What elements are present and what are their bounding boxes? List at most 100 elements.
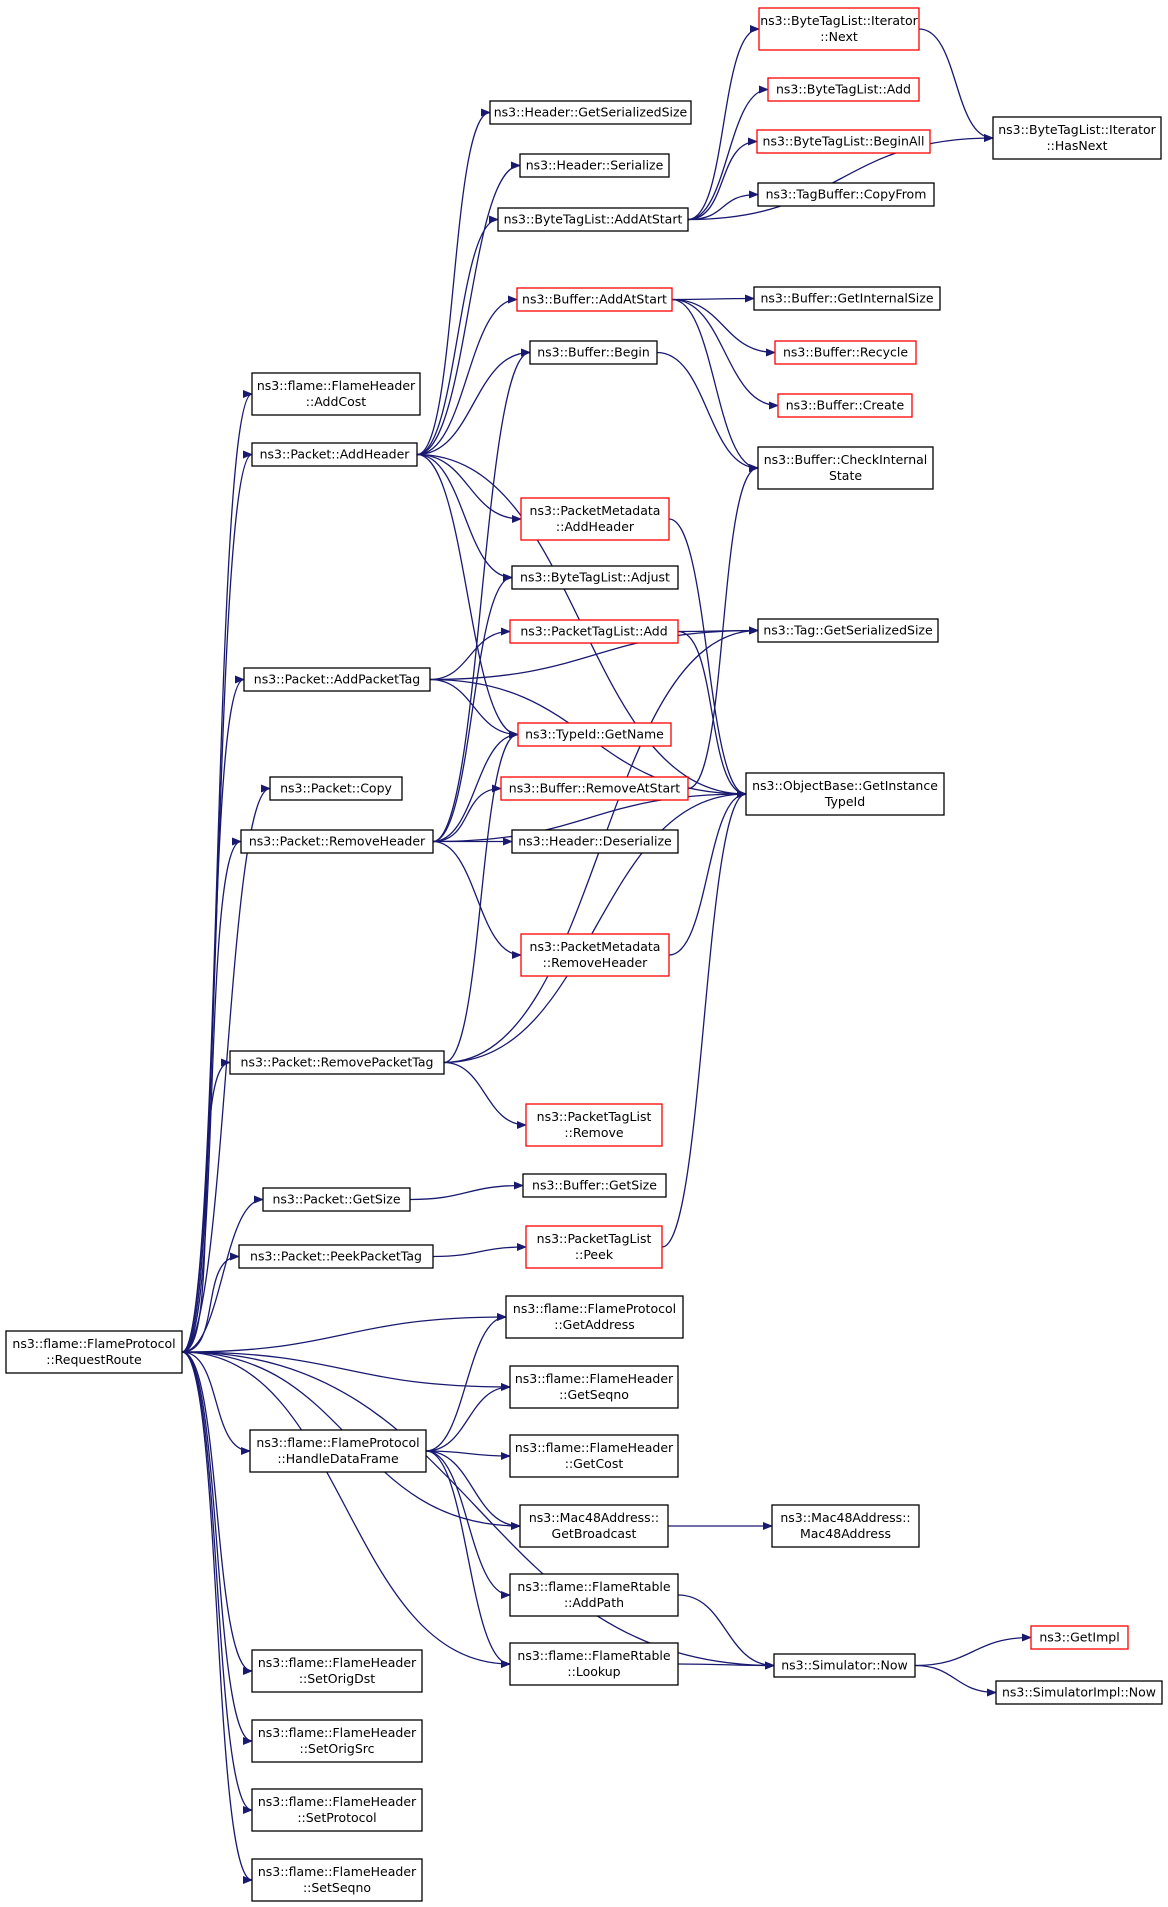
graph-node[interactable]: ns3::TagBuffer::CopyFrom <box>757 182 935 207</box>
node-label: ::GetCost <box>565 1456 624 1471</box>
graph-node[interactable]: ns3::PacketMetadata::RemoveHeader <box>520 933 670 977</box>
graph-node[interactable]: ns3::flame::FlameProtocol::GetAddress <box>505 1295 684 1339</box>
graph-node[interactable]: ns3::Buffer::Create <box>777 393 913 418</box>
node-label: ns3::PacketMetadata <box>530 939 661 954</box>
graph-node[interactable]: ns3::Buffer::GetSize <box>522 1173 667 1198</box>
node-label: ns3::PacketTagList <box>537 1109 652 1124</box>
call-edge <box>687 134 994 221</box>
node-label: ::Remove <box>564 1125 623 1140</box>
node-label: ns3::SimulatorImpl::Now <box>1002 1685 1156 1700</box>
node-label: ns3::Packet::AddPacketTag <box>254 672 420 687</box>
graph-node[interactable]: ns3::ByteTagList::Iterator::Next <box>758 7 920 51</box>
graph-node[interactable]: ns3::Buffer::Recycle <box>774 340 917 365</box>
node-box <box>509 619 679 644</box>
graph-node[interactable]: ns3::Header::Deserialize <box>511 829 679 854</box>
graph-node[interactable]: ns3::Packet::RemovePacketTag <box>229 1050 445 1075</box>
call-edge <box>443 1061 527 1129</box>
graph-node[interactable]: ns3::PacketTagList::Peek <box>525 1225 663 1269</box>
graph-node[interactable]: ns3::Buffer::RemoveAtStart <box>500 776 689 801</box>
node-box <box>519 1504 669 1548</box>
graph-node[interactable]: ns3::TypeId::GetName <box>517 722 672 747</box>
call-edge <box>671 298 759 472</box>
graph-node[interactable]: ns3::Packet::RemoveHeader <box>240 829 434 854</box>
node-box <box>756 129 931 154</box>
call-edge <box>181 1351 253 1745</box>
graph-node[interactable]: ns3::Packet::Copy <box>269 776 403 801</box>
node-label: ::SetSeqno <box>303 1880 371 1895</box>
call-edge <box>181 1351 253 1884</box>
graph-node[interactable]: ns3::PacketTagList::Remove <box>525 1103 663 1147</box>
graph-node[interactable]: ns3::Header::Serialize <box>519 153 670 178</box>
graph-node[interactable]: ns3::Packet::AddPacketTag <box>243 667 431 692</box>
graph-node[interactable]: ns3::ByteTagList::Add <box>767 77 920 102</box>
node-label: ns3::flame::FlameHeader <box>258 1655 417 1670</box>
node-label: ns3::ByteTagList::BeginAll <box>763 134 925 149</box>
call-edge <box>425 1313 507 1452</box>
node-label: ::Peek <box>575 1247 614 1262</box>
graph-node[interactable]: ns3::PacketMetadata::AddHeader <box>520 497 670 541</box>
graph-node[interactable]: ns3::Buffer::Begin <box>529 340 658 365</box>
node-label: ns3::Mac48Address:: <box>529 1510 659 1525</box>
node-label: ::HasNext <box>1046 138 1107 153</box>
graph-node[interactable]: ns3::Buffer::AddAtStart <box>516 287 673 312</box>
node-label: ns3::Packet::RemovePacketTag <box>241 1055 434 1070</box>
graph-node[interactable]: ns3::PacketTagList::Add <box>509 619 679 644</box>
graph-node[interactable]: ns3::flame::FlameProtocol::HandleDataFra… <box>249 1429 427 1473</box>
node-box <box>511 829 679 854</box>
node-label: ns3::Packet::PeekPacketTag <box>250 1249 422 1264</box>
graph-node[interactable]: ns3::ByteTagList::Adjust <box>511 565 679 590</box>
node-label: ns3::Buffer::Create <box>786 398 905 413</box>
graph-node[interactable]: ns3::flame::FlameHeader::SetOrigSrc <box>251 1719 423 1763</box>
graph-node[interactable]: ns3::flame::FlameRtable::AddPath <box>509 1573 679 1617</box>
call-edge <box>416 453 519 739</box>
graph-node[interactable]: ns3::Buffer::GetInternalSize <box>753 286 941 311</box>
node-label: ns3::flame::FlameHeader <box>257 378 416 393</box>
node-label: ns3::Header::GetSerializedSize <box>494 105 688 120</box>
call-edge <box>181 1351 511 1668</box>
graph-node[interactable]: ns3::Mac48Address::GetBroadcast <box>519 1504 669 1548</box>
node-box <box>757 618 939 643</box>
node-label: Mac48Address <box>800 1526 891 1541</box>
node-label: ns3::flame::FlameProtocol <box>513 1301 676 1316</box>
graph-node[interactable]: ns3::ByteTagList::AddAtStart <box>497 207 689 232</box>
graph-node[interactable]: ns3::Tag::GetSerializedSize <box>757 618 939 643</box>
graph-node[interactable]: ns3::SimulatorImpl::Now <box>995 1680 1163 1705</box>
node-label: ns3::ByteTagList::Iterator <box>760 13 918 28</box>
call-edge <box>432 348 531 843</box>
graph-node[interactable]: ns3::Header::GetSerializedSize <box>489 100 692 125</box>
graph-node[interactable]: ns3::Simulator::Now <box>773 1653 916 1678</box>
node-label: ns3::TagBuffer::CopyFrom <box>766 187 927 202</box>
graph-node[interactable]: ns3::flame::FlameHeader::GetCost <box>509 1434 679 1478</box>
graph-node[interactable]: ns3::flame::FlameHeader::SetOrigDst <box>251 1649 423 1693</box>
graph-node[interactable]: ns3::Packet::AddHeader <box>251 442 418 467</box>
graph-node[interactable]: ns3::Packet::GetSize <box>262 1187 411 1212</box>
call-edge <box>425 1383 511 1452</box>
node-label: ::GetSeqno <box>559 1387 629 1402</box>
call-edge <box>443 790 747 1064</box>
graph-node[interactable]: ns3::GetImpl <box>1030 1625 1129 1650</box>
node-label: ns3::flame::FlameHeader <box>258 1794 417 1809</box>
node-label: ::SetOrigDst <box>299 1671 375 1686</box>
graph-node[interactable]: ns3::Packet::PeekPacketTag <box>238 1244 434 1269</box>
graph-node[interactable]: ns3::flame::FlameRtable::Lookup <box>509 1642 679 1686</box>
node-label: ::RemoveHeader <box>543 955 649 970</box>
graph-node[interactable]: ns3::flame::FlameProtocol::RequestRoute <box>5 1330 183 1374</box>
call-edge <box>181 390 253 1353</box>
graph-node[interactable]: ns3::ByteTagList::BeginAll <box>756 129 931 154</box>
graph-node[interactable]: ns3::flame::FlameHeader::SetSeqno <box>251 1858 423 1902</box>
call-edge <box>677 1661 775 1670</box>
node-label: ns3::flame::FlameHeader <box>515 1371 674 1386</box>
graph-node[interactable]: ns3::flame::FlameHeader::SetProtocol <box>251 1788 423 1832</box>
call-edge <box>416 453 522 523</box>
node-box <box>251 1649 423 1693</box>
call-edge <box>429 678 519 739</box>
graph-node[interactable]: ns3::flame::FlameHeader::GetSeqno <box>509 1365 679 1409</box>
graph-node[interactable]: ns3::Mac48Address::Mac48Address <box>771 1504 920 1548</box>
node-box <box>745 772 945 816</box>
graph-node[interactable]: ns3::flame::FlameHeader::AddCost <box>251 372 421 416</box>
node-box <box>777 393 913 418</box>
graph-node[interactable]: ns3::ByteTagList::Iterator::HasNext <box>992 116 1162 160</box>
